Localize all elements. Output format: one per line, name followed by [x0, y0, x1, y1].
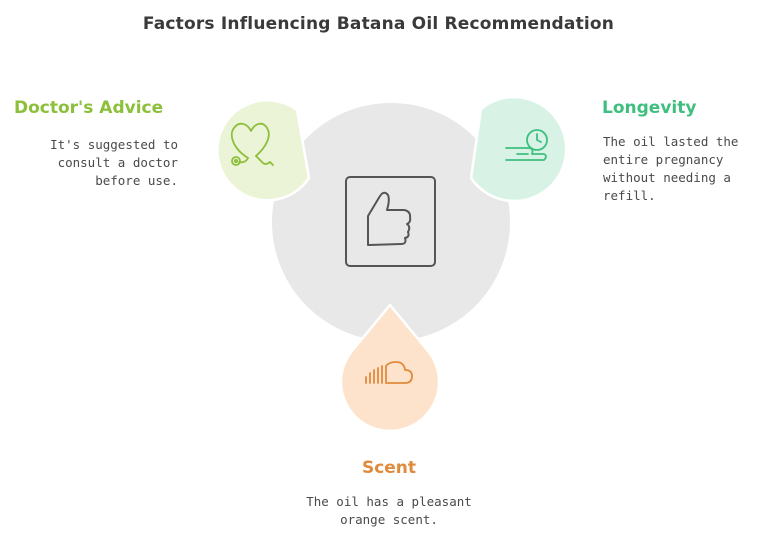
stethoscope-heart-icon [230, 122, 274, 166]
center-circle [272, 103, 510, 341]
doctors-advice-heading: Doctor's Advice [14, 98, 164, 118]
soundcloud-icon [365, 361, 413, 384]
scent-heading: Scent [361, 458, 417, 478]
doctor-drop [216, 99, 311, 202]
scent-description: The oil has a pleasant orange scent. [306, 494, 472, 527]
longevity-heading: Longevity [602, 98, 697, 118]
hand-clock-icon [505, 129, 548, 161]
doctors-advice-description: It's suggested to consult a doctor befor… [50, 137, 178, 188]
thumbs-up-icon [345, 176, 436, 267]
longevity-description: The oil lasted the entire pregnancy with… [603, 134, 739, 203]
scent-drop [339, 303, 441, 433]
diagram-title: Factors Influencing Batana Oil Recommend… [142, 14, 615, 34]
longevity-drop [469, 95, 568, 203]
